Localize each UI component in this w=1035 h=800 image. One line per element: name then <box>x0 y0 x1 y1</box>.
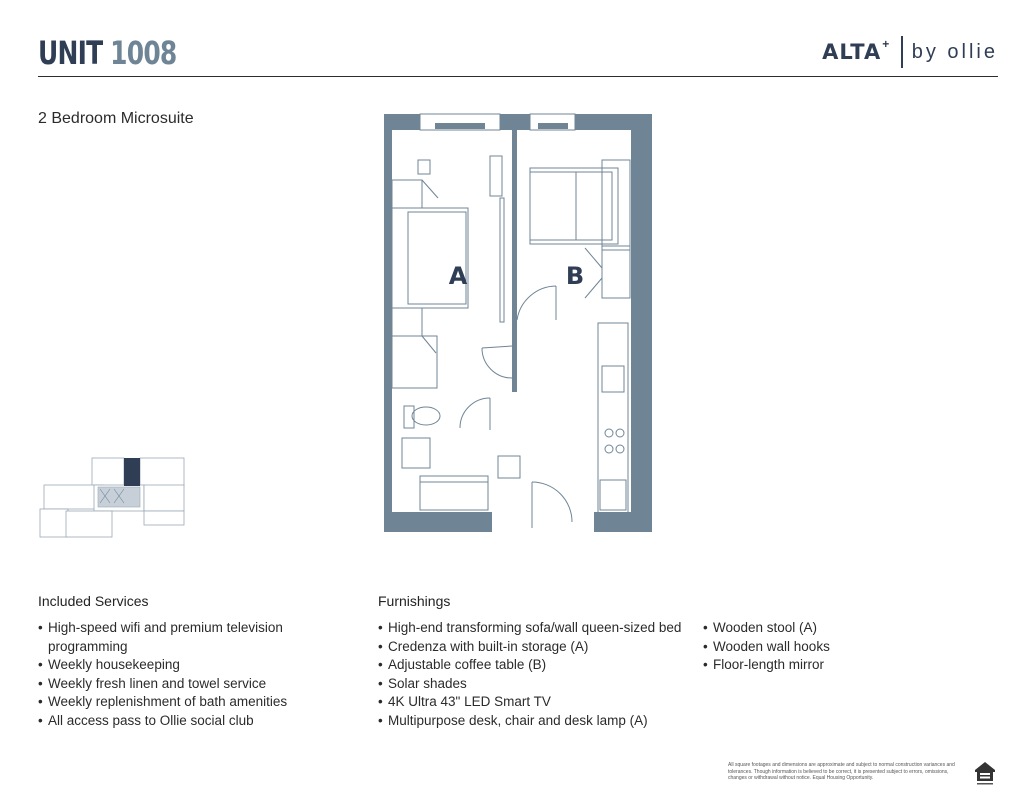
list-item: Weekly replenishment of bath amenities <box>38 693 338 712</box>
list-item: Solar shades <box>378 675 708 694</box>
list-item: Multipurpose desk, chair and desk lamp (… <box>378 712 708 731</box>
list-item: High-speed wifi and premium televisionpr… <box>38 619 338 656</box>
list-item: 4K Ultra 43" LED Smart TV <box>378 693 708 712</box>
list-item: Credenza with built-in storage (A) <box>378 638 708 657</box>
list-item: Adjustable coffee table (B) <box>378 656 708 675</box>
services-list: High-speed wifi and premium televisionpr… <box>38 619 338 731</box>
brand-plus: + <box>882 37 890 51</box>
unit-type: 2 Bedroom Microsuite <box>38 110 194 127</box>
unit-number: 1008 <box>110 34 177 72</box>
list-item: High-end transforming sofa/wall queen-si… <box>378 619 708 638</box>
room-a-label: A <box>449 262 468 290</box>
list-item: All access pass to Ollie social club <box>38 712 338 731</box>
brand-by-ollie: by ollie <box>911 40 998 63</box>
list-item: Weekly housekeeping <box>38 656 338 675</box>
furnishings-heading: Furnishings <box>378 593 451 609</box>
key-plan <box>39 457 185 538</box>
services-heading: Included Services <box>38 593 149 609</box>
list-item: Floor-length mirror <box>703 656 903 675</box>
furnishings-list-2: Wooden stool (A) Wooden wall hooks Floor… <box>703 619 903 675</box>
room-b-label: B <box>566 262 584 290</box>
equal-housing-icon <box>975 762 995 785</box>
list-item: Weekly fresh linen and towel service <box>38 675 338 694</box>
brand-divider <box>901 36 903 68</box>
legal-disclaimer: All square footages and dimensions are a… <box>728 762 955 781</box>
brand-logo: ALTA + by ollie <box>822 36 998 68</box>
list-item: Wooden stool (A) <box>703 619 903 638</box>
furnishings-list-1: High-end transforming sofa/wall queen-si… <box>378 619 708 731</box>
unit-word: UNIT <box>38 34 103 72</box>
brand-name: ALTA <box>822 40 882 64</box>
floor-plan: A B <box>384 113 652 533</box>
list-item: Wooden wall hooks <box>703 638 903 657</box>
